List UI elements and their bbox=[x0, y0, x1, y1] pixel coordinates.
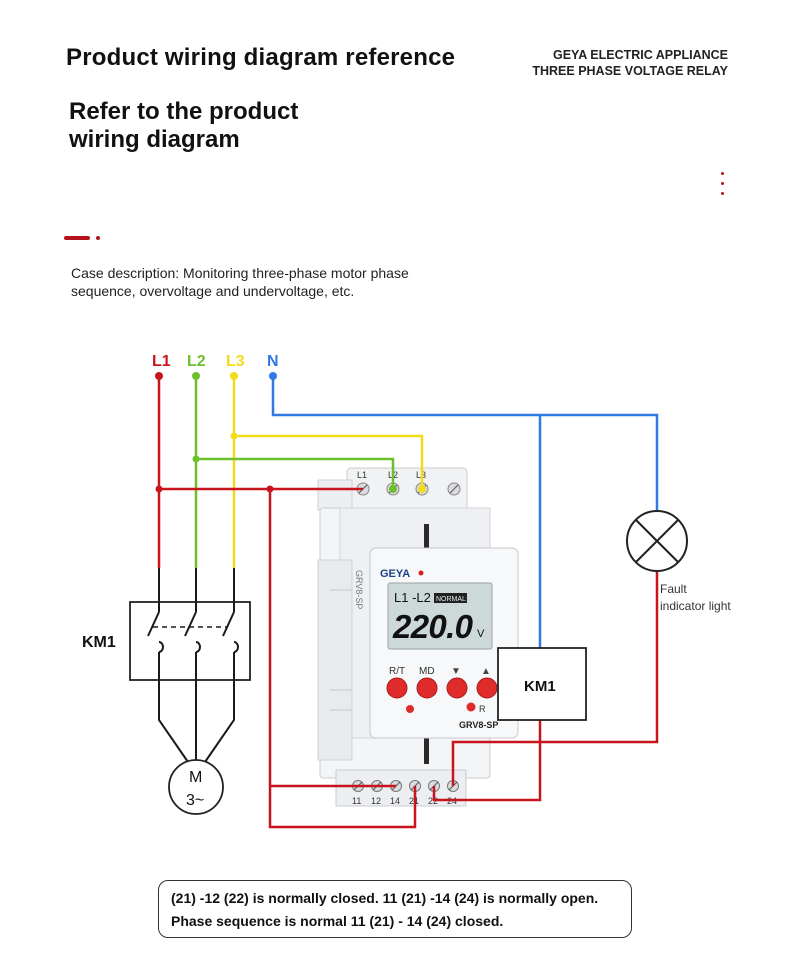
n-terminal-dot bbox=[269, 372, 277, 380]
lcd-unit: V bbox=[477, 628, 485, 640]
l2-junction-dot bbox=[192, 455, 200, 463]
contactor-label: KM1 bbox=[82, 634, 116, 651]
motor-icon bbox=[168, 759, 224, 815]
note-line-1: (21) -12 (22) is normally closed. 11 (21… bbox=[171, 890, 599, 906]
case-description: Case description: Monitoring three-phase… bbox=[71, 265, 409, 299]
phase-label-n: N bbox=[267, 353, 279, 370]
wire-n bbox=[271, 376, 659, 648]
button-label-down: ▼ bbox=[451, 666, 461, 677]
reset-button[interactable] bbox=[466, 702, 476, 712]
lcd-phase: L1 -L2 bbox=[394, 590, 431, 605]
terminal-label-12: 12 bbox=[371, 796, 381, 806]
l3-device-dot bbox=[418, 485, 426, 493]
terminal-label-11: 11 bbox=[352, 796, 361, 806]
device-brand: GEYA bbox=[380, 568, 410, 580]
device-side-text: GRV8-SP bbox=[354, 570, 364, 609]
button-label-md: MD bbox=[419, 666, 435, 677]
down-button[interactable] bbox=[446, 677, 468, 699]
lamp-label-line2: indicator light bbox=[660, 599, 731, 613]
section-subtitle: Refer to the product wiring diagram bbox=[69, 98, 298, 154]
l2-terminal-dot bbox=[192, 372, 200, 380]
brand-line-1: GEYA ELECTRIC APPLIANCE bbox=[552, 48, 728, 62]
subtitle-line-2: wiring diagram bbox=[69, 126, 240, 153]
md-button[interactable] bbox=[416, 677, 438, 699]
up-button[interactable] bbox=[476, 677, 498, 699]
l2-device-dot bbox=[389, 485, 397, 493]
reset-label: R bbox=[479, 704, 486, 714]
terminal-label-l1: L1 bbox=[357, 470, 367, 480]
l1-branch-dot bbox=[266, 485, 274, 493]
page-title: Product wiring diagram reference bbox=[66, 44, 456, 71]
brand-dot-icon bbox=[418, 570, 424, 576]
top-slot bbox=[424, 524, 429, 550]
wire-l3 bbox=[232, 376, 424, 568]
phase-label-l1: L1 bbox=[152, 353, 171, 370]
brand-block: GEYA ELECTRIC APPLIANCE THREE PHASE VOLT… bbox=[532, 47, 728, 79]
terminal-label-14: 14 bbox=[390, 796, 400, 806]
wire-lamp bbox=[451, 569, 659, 786]
wire-l1 bbox=[157, 376, 417, 829]
wire-coil bbox=[432, 720, 542, 802]
fault-lamp-icon bbox=[626, 510, 688, 572]
motor-wires bbox=[158, 700, 235, 763]
l1-junction-dot bbox=[155, 485, 163, 493]
km1-coil-box bbox=[497, 647, 587, 721]
phase-label-l2: L2 bbox=[187, 353, 206, 370]
button-label-up: ▲ bbox=[481, 666, 491, 677]
lcd-value: 220.0 bbox=[392, 608, 474, 645]
lcd-status: NORMAL bbox=[436, 596, 466, 603]
rt-button[interactable] bbox=[386, 677, 408, 699]
lamp-label-line1: Fault bbox=[660, 582, 687, 596]
wire-l2 bbox=[194, 376, 395, 568]
vertical-dots-icon bbox=[721, 172, 725, 198]
status-led bbox=[406, 705, 414, 713]
l3-terminal-dot bbox=[230, 372, 238, 380]
contact-note-box: (21) -12 (22) is normally closed. 11 (21… bbox=[158, 880, 632, 938]
bottom-slot bbox=[424, 738, 429, 764]
l3-junction-dot bbox=[230, 432, 238, 440]
brand-line-2: THREE PHASE VOLTAGE RELAY bbox=[532, 64, 728, 78]
contactor-km1 bbox=[129, 568, 251, 720]
l1-terminal-dot bbox=[155, 372, 163, 380]
note-line-2: Phase sequence is normal 11 (21) - 14 (2… bbox=[171, 913, 504, 929]
phase-label-l3: L3 bbox=[226, 353, 245, 370]
subtitle-line-1: Refer to the product bbox=[69, 98, 299, 125]
coil-label: KM1 bbox=[524, 678, 556, 695]
button-label-rt: R/T bbox=[389, 666, 405, 677]
motor-sub-label: 3~ bbox=[186, 792, 204, 809]
motor-label: M bbox=[189, 769, 202, 786]
device-model: GRV8-SP bbox=[459, 720, 498, 730]
relay-device: GRV8-SP L1 L2 L3 GEYA L1 -L2 NORMAL 220.… bbox=[317, 467, 519, 807]
